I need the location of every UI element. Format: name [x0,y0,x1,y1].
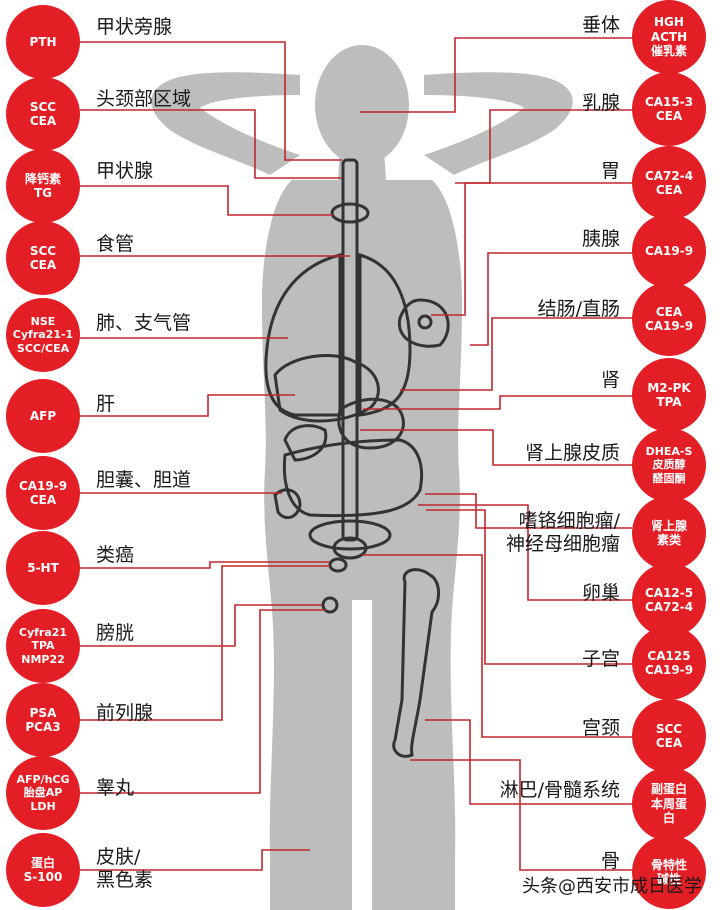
organ-label-kidney: 肾 [600,369,620,391]
marker-badge-ovary: CA12-5 CA72-4 [632,563,706,637]
marker-badge-pancreas: CA19-9 [632,214,706,288]
organ-label-breast: 乳腺 [581,92,620,114]
marker-badge-lymph-marrow: 副蛋白 本周蛋 白 [632,767,706,841]
marker-badge-skin: 蛋白 S-100 [6,833,80,907]
marker-badge-thyroid: 降钙素 TG [6,149,80,223]
leader-lines [80,37,632,871]
organ-label-liver: 肝 [96,393,116,415]
organ-label-parathyroid: 甲状旁腺 [96,16,173,38]
organ-label-carcinoid: 类癌 [96,544,135,566]
organ-label-bladder: 膀胱 [96,622,135,644]
marker-badge-bone: 骨特性 碱性 [632,835,706,909]
watermark-text: 头条@西安市成日医学 [522,876,702,897]
marker-badge-gallbladder: CA19-9 CEA [6,456,80,530]
organ-label-gallbladder: 胆囊、胆道 [96,469,192,491]
marker-badge-head-neck: SCC CEA [6,77,80,151]
organ-label-head-neck: 头颈部区域 [96,88,192,110]
organ-label-cervix: 宫颈 [581,717,620,739]
marker-badge-bladder: Cyfra21 TPA NMP22 [6,609,80,683]
marker-badge-pheochromocytoma: 肾上腺 素类 [632,496,706,570]
marker-badge-liver: AFP [6,379,80,453]
organ-label-testis: 睾丸 [96,777,135,799]
organ-label-bone: 骨 [600,850,620,872]
marker-badge-parathyroid: PTH [6,5,80,79]
marker-badge-cervix: SCC CEA [632,699,706,773]
marker-badge-prostate: PSA PCA3 [6,683,80,757]
organ-label-prostate: 前列腺 [96,702,154,724]
organ-label-skin: 皮肤/ 黑色素 [96,846,154,891]
marker-badge-esophagus: SCC CEA [6,221,80,295]
marker-badge-testis: AFP/hCG 胎盘AP LDH [6,756,80,830]
marker-badge-breast: CA15-3 CEA [632,72,706,146]
marker-badge-kidney: M2-PK TPA [632,358,706,432]
organ-label-colorectal: 结肠/直肠 [537,298,620,320]
organ-label-thyroid: 甲状腺 [96,160,154,182]
marker-badge-pituitary: HGH ACTH 催乳素 [632,0,706,74]
organ-label-stomach: 胃 [600,160,620,182]
organ-label-ovary: 卵巢 [581,582,620,604]
organ-label-pheochromocytoma: 嗜铬细胞瘤/ 神经母细胞瘤 [505,510,620,555]
marker-badge-lung: NSE Cyfra21-1 SCC/CEA [6,298,80,372]
organ-label-pancreas: 胰腺 [581,228,620,250]
organ-label-esophagus: 食管 [96,233,135,255]
marker-badge-carcinoid: 5-HT [6,531,80,605]
organ-outlines [264,158,450,758]
organ-label-lung: 肺、支气管 [96,312,192,334]
marker-badge-colorectal: CEA CA19-9 [632,282,706,356]
organ-label-pituitary: 垂体 [581,14,620,36]
organ-label-uterus: 子宫 [581,648,620,670]
marker-badge-adrenal-cortex: DHEA-S 皮质醇 醛固酮 [632,428,706,502]
marker-badge-uterus: CA125 CA19-9 [632,626,706,700]
organ-label-adrenal-cortex: 肾上腺皮质 [524,442,620,464]
marker-badge-stomach: CA72-4 CEA [632,146,706,220]
organ-label-lymph-marrow: 淋巴/骨髓系统 [499,779,620,801]
body-silhouette [151,45,573,910]
